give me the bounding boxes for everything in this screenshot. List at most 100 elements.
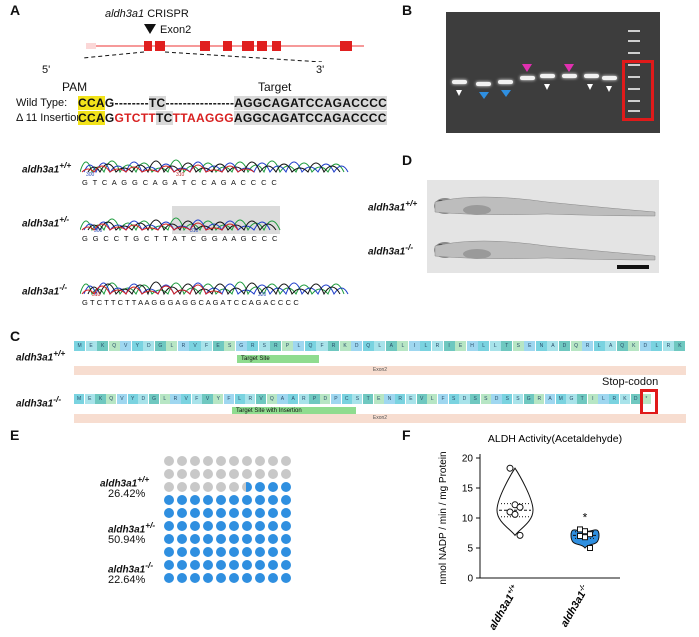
waffle-dot bbox=[190, 560, 200, 570]
wild-type-sequence: CCAG--------TC----------------AGGCAGATCC… bbox=[78, 96, 388, 110]
amino-acid-cell: S bbox=[470, 394, 482, 404]
ladder-band bbox=[628, 100, 640, 102]
significance-marker: * bbox=[583, 511, 588, 525]
zoom-line-left bbox=[82, 51, 145, 59]
amino-acid-cell: D bbox=[558, 341, 572, 351]
three-prime-label: 3' bbox=[316, 64, 325, 76]
amino-acid-cell: V bbox=[202, 394, 214, 404]
ins-target: AGGCAGATCCAGACCCC bbox=[233, 111, 387, 125]
exon-1-utr bbox=[86, 43, 96, 49]
chrom-ko-pos1: 310 bbox=[92, 292, 101, 298]
amino-acid-cell: A bbox=[277, 394, 289, 404]
y-tick-label: 10 bbox=[462, 514, 474, 525]
waffle-dot bbox=[281, 469, 291, 479]
amino-acid-cell: L bbox=[478, 341, 491, 351]
exon2-label: Exon2 bbox=[160, 24, 192, 36]
amino-acid-cell: Y bbox=[131, 341, 144, 351]
insertion-sequence: CCAGGTCTTTCTTAAGGGAGGCAGATCCAGACCCC bbox=[78, 111, 387, 125]
white-arrow-icon bbox=[456, 90, 462, 96]
geno-name: aldh3a1 bbox=[108, 564, 146, 576]
waffle-dot bbox=[229, 560, 239, 570]
amino-acid-cell: R bbox=[395, 394, 407, 404]
blue-arrow-icon bbox=[501, 90, 511, 97]
amino-acid-cell: K bbox=[97, 341, 110, 351]
ins-g: G bbox=[104, 111, 115, 125]
pct-het: 50.94% bbox=[108, 534, 146, 546]
panel-label-d: D bbox=[402, 152, 413, 168]
amino-acid-cell: L bbox=[159, 394, 171, 404]
waffle-dot bbox=[268, 508, 278, 518]
amino-acid-cell: R bbox=[170, 394, 182, 404]
data-point-wt bbox=[516, 531, 524, 539]
amino-acid-cell: R bbox=[328, 341, 341, 351]
waffle-dot bbox=[203, 508, 213, 518]
amino-acid-cell: D bbox=[459, 394, 471, 404]
amino-acid-cell: D bbox=[138, 394, 150, 404]
geno-sup: +/+ bbox=[137, 474, 150, 484]
waffle-dot bbox=[268, 547, 278, 557]
chrom-het-bases: G G C C T G C T T A T C G G A A G C C C bbox=[82, 234, 279, 243]
amino-acid-cell: D bbox=[143, 341, 156, 351]
amino-acid-cell: T bbox=[577, 394, 589, 404]
amino-acid-cell: M bbox=[555, 394, 567, 404]
ladder-highlight-box bbox=[622, 60, 654, 121]
wt-dashes: ---------------- bbox=[165, 96, 235, 110]
amino-acid-cell: S bbox=[352, 394, 364, 404]
amino-acid-cell: S bbox=[224, 341, 237, 351]
waffle-dot bbox=[268, 456, 278, 466]
amino-acid-cell: R bbox=[431, 341, 444, 351]
waffle-dot bbox=[229, 573, 239, 583]
data-point-wt bbox=[516, 503, 524, 511]
geno-sup: +/+ bbox=[405, 198, 418, 208]
amino-acid-cell: R bbox=[245, 394, 257, 404]
data-point-ko bbox=[587, 531, 593, 538]
waffle-row-ko: aldh3a1-/- bbox=[108, 560, 153, 575]
geno-sup: -/- bbox=[145, 560, 154, 570]
waffle-dot bbox=[229, 495, 239, 505]
amino-acid-cell: I bbox=[587, 394, 599, 404]
exon2-bar-ko: Exon2 bbox=[74, 414, 686, 423]
waffle-dot bbox=[190, 482, 200, 492]
pct-wt: 26.42% bbox=[108, 488, 146, 500]
waffle-dot bbox=[255, 573, 265, 583]
geno-name: aldh3a1 bbox=[16, 398, 54, 410]
magenta-arrow-icon bbox=[522, 64, 532, 72]
waffle-geno: aldh3a1+/- bbox=[108, 520, 155, 535]
amino-acid-cell: C bbox=[341, 394, 353, 404]
chart-title: ALDH Activity(Acetaldehyde) bbox=[488, 433, 622, 445]
amino-acid-cell: A bbox=[605, 341, 618, 351]
chromatogram-ko-label: aldh3a1-/- bbox=[22, 282, 67, 297]
amino-acid-cell: R bbox=[298, 394, 310, 404]
chrom-wt-pos1: 300 bbox=[86, 172, 95, 178]
amino-acid-cell: Q bbox=[570, 341, 583, 351]
amino-acid-cell: K bbox=[339, 341, 352, 351]
gel-band bbox=[520, 76, 535, 80]
exon-arrow-icon bbox=[144, 24, 156, 34]
waffle-dot bbox=[281, 456, 291, 466]
violin-chart: ALDH Activity(Acetaldehyde)nmol NADP / m… bbox=[438, 433, 622, 632]
wt-target: AGGCAGATCCAGACCCC bbox=[234, 96, 388, 110]
waffle-dot bbox=[164, 508, 174, 518]
waffle-dot bbox=[216, 521, 226, 531]
amino-acid-cell: P bbox=[281, 341, 294, 351]
amino-acid-cell: R bbox=[177, 341, 190, 351]
waffle-dot bbox=[268, 495, 278, 505]
chromatogram-het-label: aldh3a1+/- bbox=[22, 214, 69, 229]
amino-acid-cell: L bbox=[593, 341, 606, 351]
waffle-row-het: aldh3a1+/- bbox=[108, 520, 155, 535]
amino-acid-cell: T bbox=[501, 341, 514, 351]
amino-acid-cell: S bbox=[258, 341, 271, 351]
waffle-dot bbox=[242, 534, 252, 544]
data-point-wt bbox=[506, 464, 514, 472]
chrom-ko-pos2: 320 bbox=[258, 292, 267, 298]
waffle-dot bbox=[164, 534, 174, 544]
waffle-dot bbox=[242, 547, 252, 557]
amino-acid-cell: N bbox=[535, 341, 548, 351]
amino-acid-cell: G bbox=[566, 394, 578, 404]
waffle-dot bbox=[281, 521, 291, 531]
waffle-dot bbox=[190, 456, 200, 466]
waffle-dot bbox=[177, 508, 187, 518]
amino-acid-cell: Q bbox=[266, 394, 278, 404]
